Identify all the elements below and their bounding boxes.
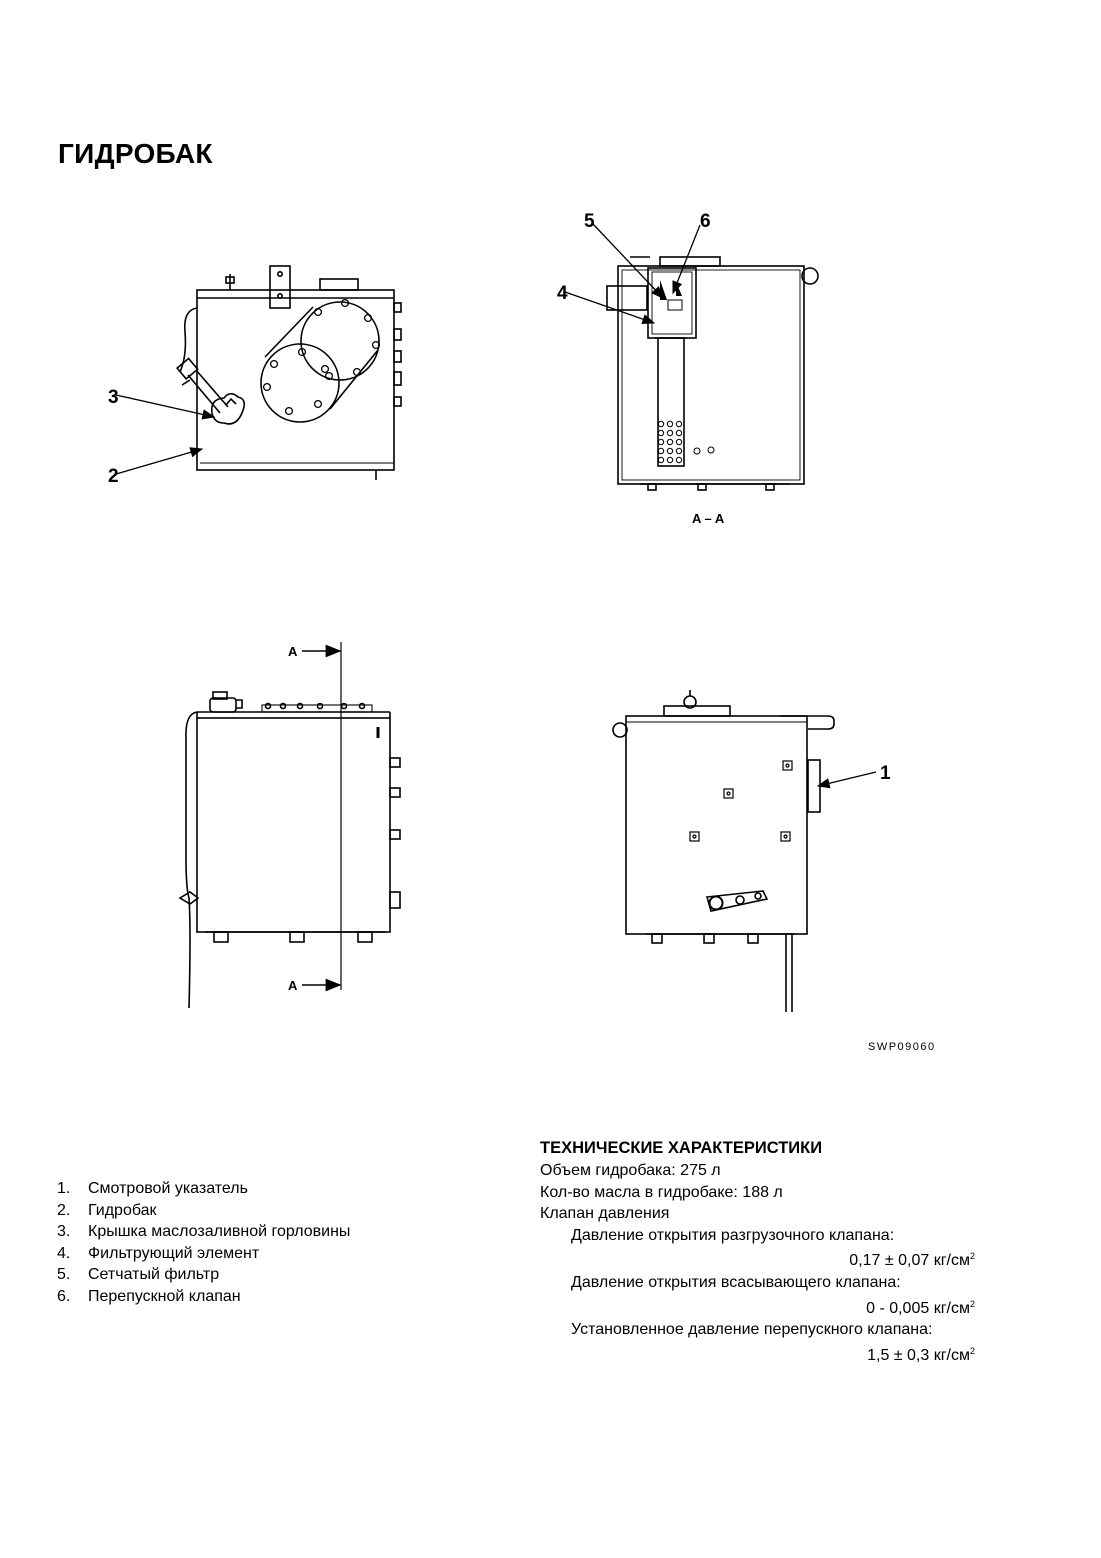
list-item: 3.Крышка маслозаливной горловины: [57, 1223, 351, 1241]
hydraulic-tank-drawing: 3 2 4 5 6 1 A – A A A SWP09060: [108, 211, 936, 1053]
section-label: A – A: [692, 511, 725, 526]
drawing-code: SWP09060: [868, 1041, 936, 1053]
section-marker-bottom: A: [288, 978, 298, 993]
suction-valve-value: 0 - 0,005 кг/см2: [866, 1298, 975, 1317]
list-item: 1.Смотровой указатель: [57, 1180, 248, 1197]
page-title: ГИДРОБАК: [58, 138, 213, 169]
callout-3: 3: [108, 387, 119, 408]
callout-4: 4: [557, 283, 568, 304]
bypass-valve-label: Установленное давление перепускного клап…: [571, 1321, 933, 1339]
relief-valve-label: Давление открытия разгрузочного клапана:: [571, 1226, 895, 1244]
relief-valve-value: 0,17 ± 0,07 кг/см2: [849, 1251, 975, 1270]
list-item: 6.Перепускной клапан: [57, 1287, 241, 1305]
view-section-a-a: [606, 256, 819, 491]
view-front-top: [176, 265, 402, 480]
valve-title: Клапан давления: [540, 1205, 670, 1223]
list-item: 4.Фильтрующий элемент: [57, 1244, 260, 1262]
callout-leaders: [115, 223, 877, 789]
tank-volume: Объем гидробака: 275 л: [540, 1162, 721, 1179]
callout-2: 2: [108, 466, 119, 487]
specs-heading: ТЕХНИЧЕСКИЕ ХАРАКТЕРИСТИКИ: [540, 1139, 823, 1157]
parts-legend: 1.Смотровой указатель 2.Гидробак 3.Крышк…: [57, 1178, 350, 1308]
callout-6: 6: [700, 211, 711, 232]
callout-5: 5: [584, 211, 595, 232]
suction-valve-label: Давление открытия всасывающего клапана:: [571, 1273, 901, 1291]
bypass-valve-value: 1,5 ± 0,3 кг/см2: [867, 1345, 975, 1364]
list-item: 2.Гидробак: [57, 1201, 157, 1219]
callout-1: 1: [880, 763, 891, 784]
view-rear-bottom: [612, 690, 835, 1012]
section-marker-top: A: [288, 644, 298, 659]
view-side-bottom: [178, 642, 401, 1009]
technical-specs: ТЕХНИЧЕСКИЕ ХАРАКТЕРИСТИКИ Объем гидроба…: [540, 1137, 1010, 1366]
list-item: 5.Сетчатый фильтр: [57, 1266, 220, 1284]
oil-quantity: Кол-во масла в гидробаке: 188 л: [540, 1183, 783, 1201]
